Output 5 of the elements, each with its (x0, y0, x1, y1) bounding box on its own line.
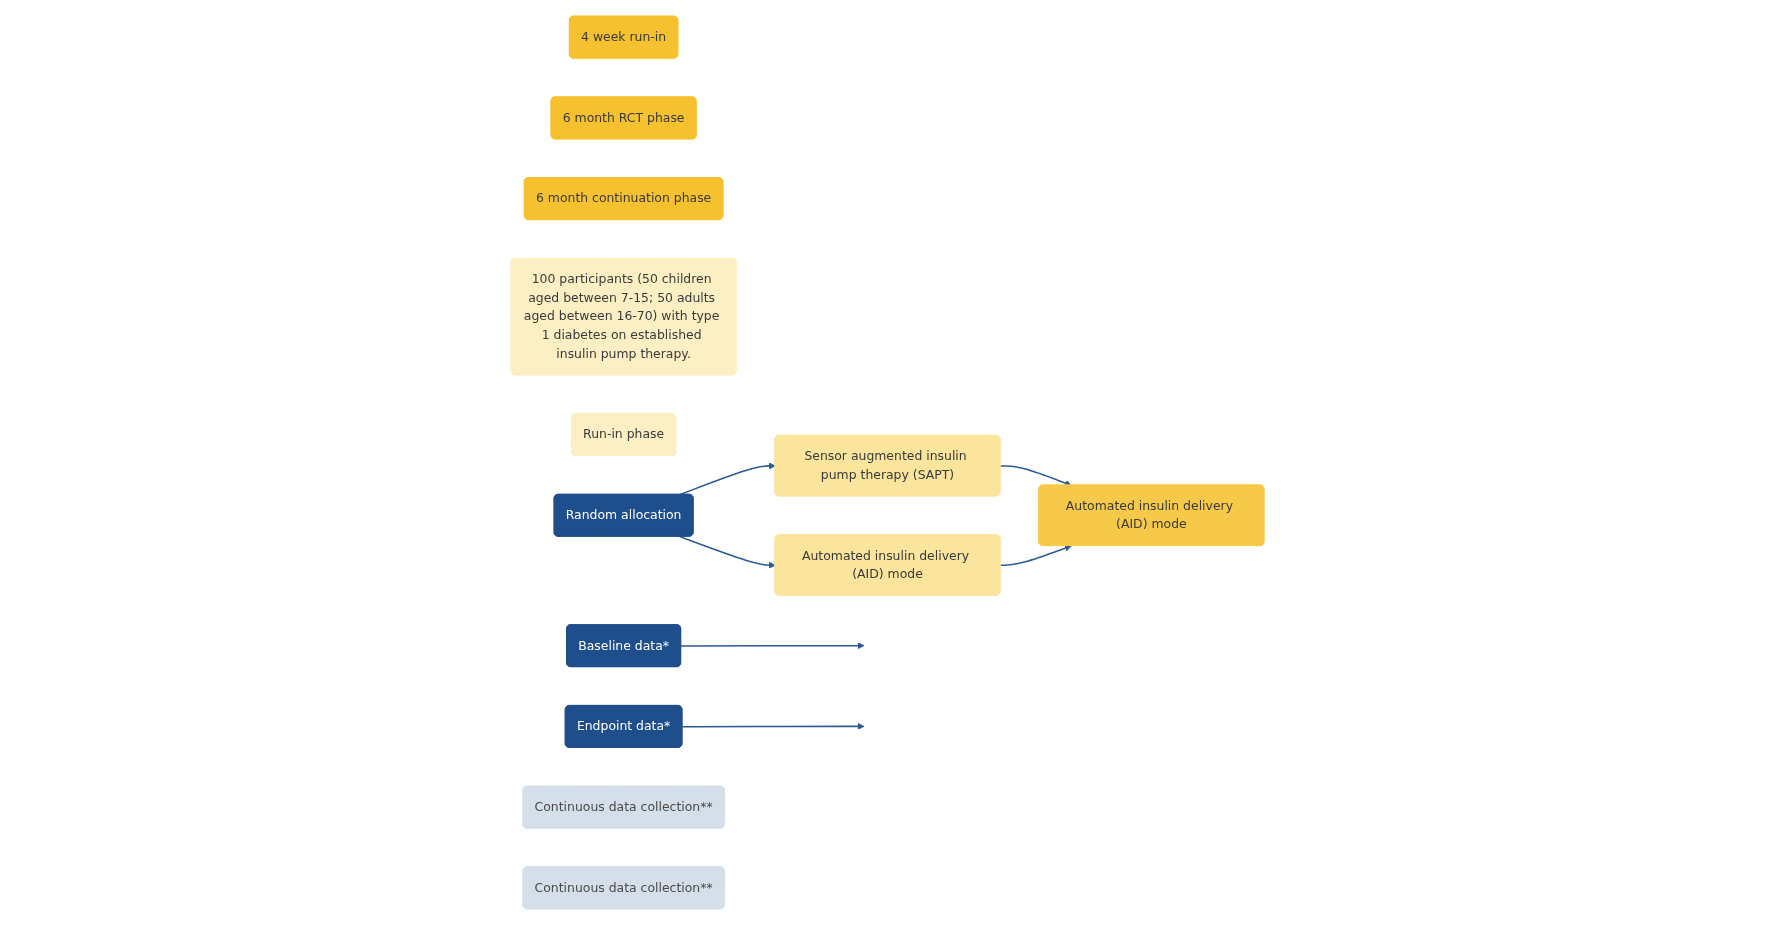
arrow (681, 723, 865, 730)
arrow (999, 544, 1072, 567)
arrow (680, 642, 865, 650)
arrow (678, 535, 776, 569)
arrow (999, 465, 1072, 487)
